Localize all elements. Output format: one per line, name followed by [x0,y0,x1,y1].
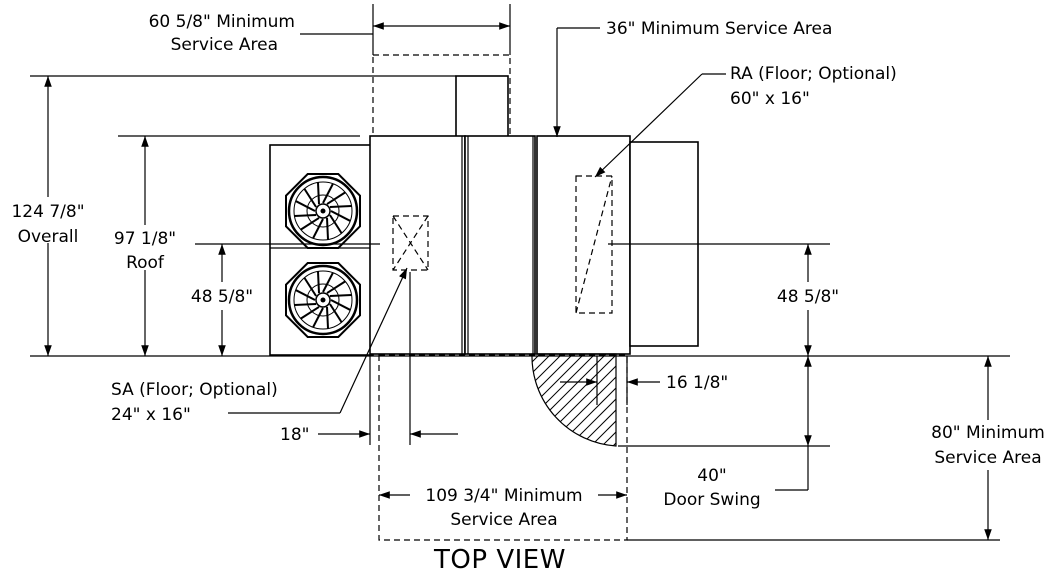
condenser-section [269,144,374,356]
overall-label-2: Overall [18,227,79,247]
min-service-top-label-2: Service Area [171,35,278,55]
dim-16-label: 16 1/8" [666,373,728,393]
unit-body [369,75,699,355]
sa-label-1: SA (Floor; Optional) [111,380,278,400]
door-swing-area [531,353,617,447]
supply-air-duct [392,215,429,271]
door-swing-label-1: 40" [697,466,726,486]
bottom-service-label-1: 109 3/4" Minimum [425,486,582,506]
min-service-36-label: 36" Minimum Service Area [606,19,832,39]
overall-label-1: 124 7/8" [11,202,84,222]
condenser-fan-upper-icon [285,173,361,249]
right-48-label: 48 5/8" [777,287,839,307]
ra-label-2: 60" x 16" [730,89,810,109]
ra-label-1: RA (Floor; Optional) [730,64,897,84]
roof-label-2: Roof [126,253,165,273]
dimension-labels: 60 5/8" Minimum Service Area 36" Minimum… [11,12,1044,574]
left-48-label: 48 5/8" [191,287,253,307]
condenser-fan-lower-icon [285,262,361,338]
min-service-top-label-1: 60 5/8" Minimum [149,12,295,32]
bottom-service-label-2: Service Area [450,510,557,530]
dimension-lines [44,22,992,540]
extension-lines [30,4,1010,541]
dim-18-label: 18" [280,425,309,445]
sa-label-2: 24" x 16" [111,405,191,425]
min-service-80-label-1: 80" Minimum [931,423,1045,443]
roof-label-1: 97 1/8" [114,229,176,249]
min-service-80-label-2: Service Area [934,448,1041,468]
view-title: TOP VIEW [433,545,566,574]
bottom-service-area [378,354,628,541]
door-swing-label-2: Door Swing [663,490,760,510]
